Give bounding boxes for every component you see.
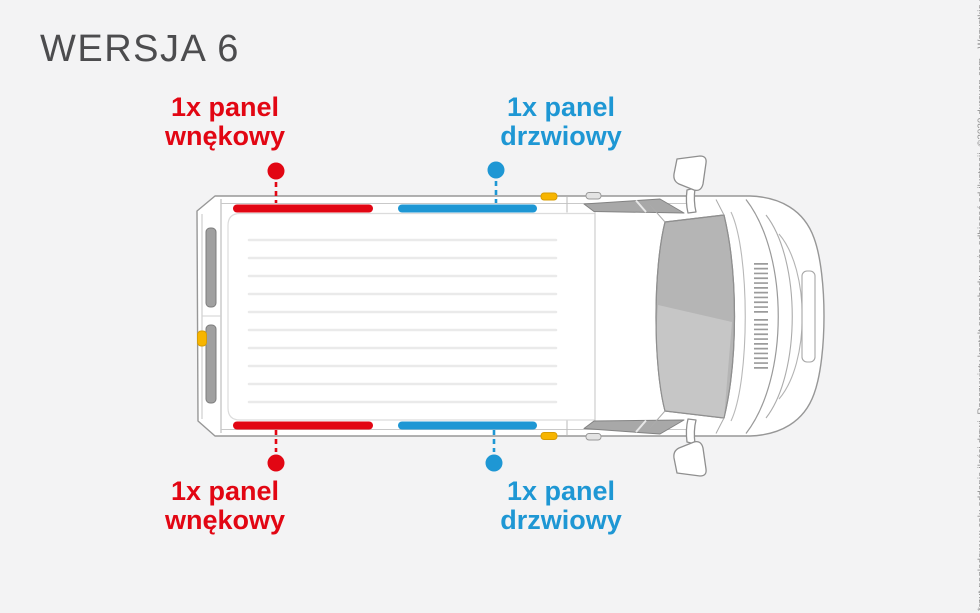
callout-panel-drzwiowy-top: 1x panel drzwiowy (441, 93, 681, 151)
callout-leaders (267, 161, 505, 472)
panel-bar-drzwiowy-top (398, 204, 537, 213)
cargo-floor (227, 212, 596, 421)
cab-window-bottom (583, 419, 685, 435)
side-mirrors (673, 155, 707, 477)
cab-door-windows (583, 198, 685, 435)
sliding-door-handle-bottom (540, 432, 558, 440)
callout-panel-drzwiowy-bottom: 1x panel drzwiowy (441, 477, 681, 535)
callout-panel-wnekowy-top: 1x panel wnękowy (105, 93, 345, 151)
front-plate (801, 270, 816, 363)
mirror-head-bottom (673, 440, 707, 477)
panel-bar-wnekowy-top (233, 204, 373, 213)
callout-qty-line: 1x panel (506, 476, 616, 506)
dot-top-right (487, 161, 505, 179)
cab-window-top (583, 198, 685, 214)
windshield (649, 199, 736, 434)
panel-bar-drzwiowy-bottom (398, 421, 537, 430)
windshield-reflection (656, 305, 732, 418)
door-handles (197, 192, 602, 441)
rear-door-handle (197, 330, 207, 347)
rear-window-bottom (205, 324, 217, 404)
panel-bars (233, 204, 537, 430)
callout-type-line: wnękowy (164, 121, 286, 151)
callout-type-line: drzwiowy (500, 121, 622, 151)
cargo-floor-ribs (247, 238, 558, 404)
callout-qty-line: 1x panel (506, 92, 616, 122)
rear-window-top (205, 227, 217, 308)
dot-bottom-left (267, 454, 285, 472)
callout-qty-line: 1x panel (170, 476, 280, 506)
mirror-head-top (673, 155, 707, 192)
dot-top-left (267, 162, 285, 180)
callout-qty-line: 1x panel (170, 92, 280, 122)
callout-type-line: drzwiowy (500, 505, 622, 535)
panel-bar-wnekowy-bottom (233, 421, 373, 430)
hood-and-bumper (730, 199, 816, 434)
mirror-arm-top (685, 187, 697, 214)
page-title: WERSJA 6 (40, 28, 240, 70)
copyright-watermark: *rzut poglądowy w celu oddania ilości dr… (976, 0, 980, 611)
mirror-arm-bottom (685, 418, 697, 445)
cab-door-handle-top (585, 192, 602, 200)
cab-door-handle-bottom (585, 433, 602, 441)
dot-bottom-right (485, 454, 503, 472)
sliding-door-handle-top (540, 192, 558, 201)
callout-type-line: wnękowy (164, 505, 286, 535)
rear-door-windows (205, 227, 217, 404)
callout-panel-wnekowy-bottom: 1x panel wnękowy (105, 477, 345, 535)
